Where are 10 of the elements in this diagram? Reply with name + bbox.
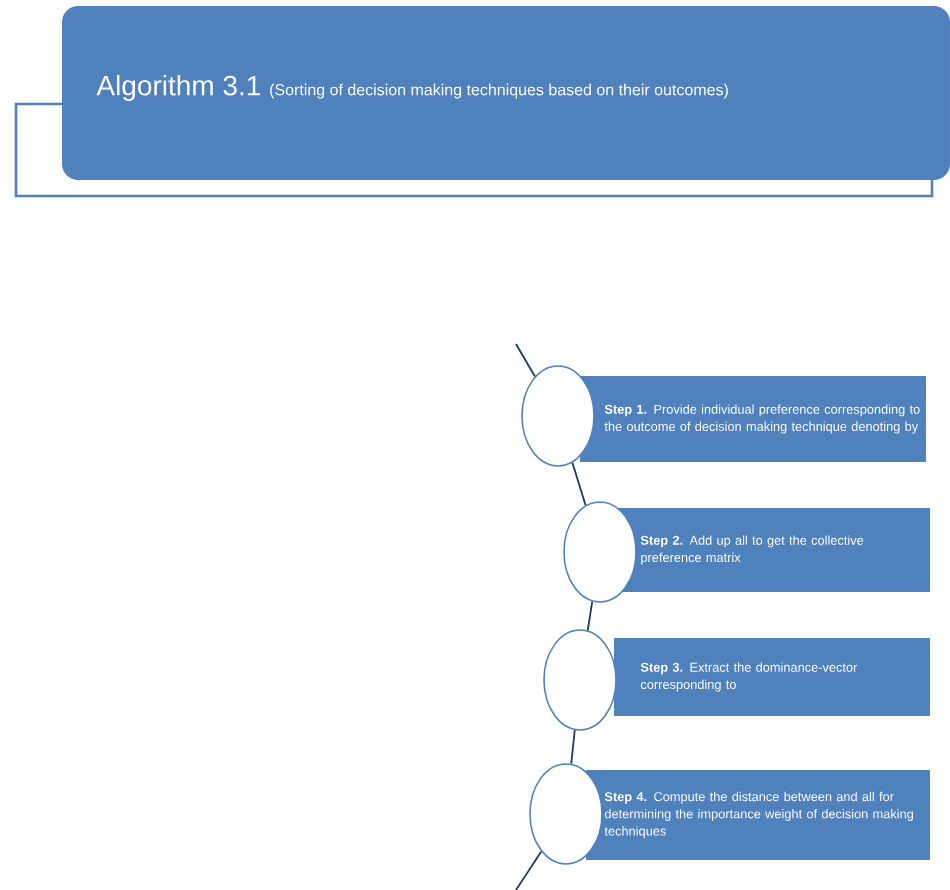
step-circle — [529, 763, 603, 865]
step-circle — [563, 501, 637, 603]
connector-line — [570, 729, 576, 765]
connector-line — [571, 461, 587, 507]
title-box: Algorithm 3.1 (Sorting of decision making techniques based on their outcomes) — [62, 6, 950, 180]
connector-line — [586, 600, 594, 632]
step-circle — [543, 629, 617, 731]
connector-line — [515, 850, 543, 890]
step-circle — [521, 365, 595, 467]
connector-line — [515, 343, 536, 378]
